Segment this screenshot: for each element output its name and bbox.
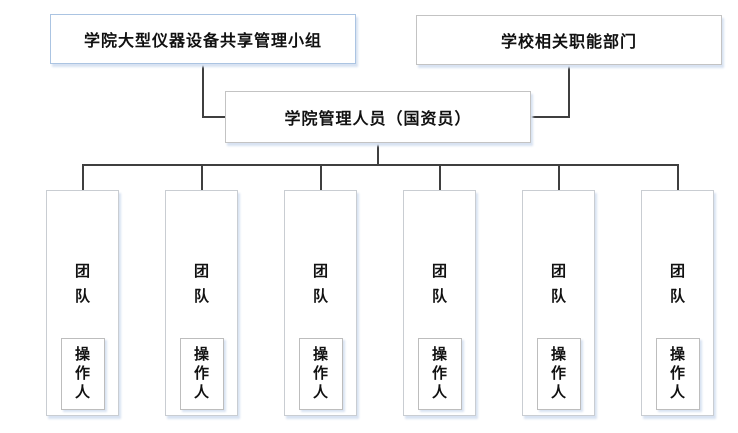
team-label: 团队 — [74, 264, 90, 305]
connector-topright-vertical — [568, 64, 570, 117]
connector-teams-bus — [82, 164, 679, 166]
team-box: 团队 操作人 — [522, 190, 595, 416]
functional-departments-box: 学校相关职能部门 — [416, 15, 722, 65]
connector-drop-team-2 — [201, 164, 203, 191]
operator-label: 操作人 — [431, 346, 447, 401]
management-group-box: 学院大型仪器设备共享管理小组 — [50, 14, 356, 64]
connector-topright-horizontal — [530, 116, 570, 118]
operator-label: 操作人 — [312, 346, 328, 401]
team-label: 团队 — [550, 264, 566, 305]
operator-label: 操作人 — [74, 346, 90, 401]
operator-box: 操作人 — [417, 338, 462, 410]
team-box: 团队 操作人 — [641, 190, 714, 416]
connector-topleft-vertical — [202, 63, 204, 117]
team-box: 团队 操作人 — [403, 190, 476, 416]
connector-topleft-horizontal — [202, 116, 226, 118]
team-label: 团队 — [669, 264, 685, 305]
connector-drop-team-4 — [439, 164, 441, 191]
team-box: 团队 操作人 — [284, 190, 357, 416]
management-group-label: 学院大型仪器设备共享管理小组 — [83, 33, 322, 50]
operator-label: 操作人 — [669, 346, 685, 401]
functional-departments-label: 学校相关职能部门 — [500, 34, 637, 51]
college-manager-box: 学院管理人员（国资员） — [225, 91, 531, 143]
connector-drop-team-6 — [677, 164, 679, 191]
connector-drop-team-3 — [320, 164, 322, 191]
operator-box: 操作人 — [655, 338, 700, 410]
team-box: 团队 操作人 — [46, 190, 119, 416]
operator-box: 操作人 — [60, 338, 105, 410]
team-label: 团队 — [431, 264, 447, 305]
team-label: 团队 — [193, 264, 209, 305]
operator-label: 操作人 — [550, 346, 566, 401]
operator-box: 操作人 — [179, 338, 224, 410]
college-manager-label: 学院管理人员（国资员） — [284, 111, 472, 128]
connector-middle-stem — [377, 142, 379, 165]
team-label: 团队 — [312, 264, 328, 305]
operator-box: 操作人 — [298, 338, 343, 410]
operator-label: 操作人 — [193, 346, 209, 401]
operator-box: 操作人 — [536, 338, 581, 410]
connector-drop-team-1 — [82, 164, 84, 191]
connector-drop-team-5 — [558, 164, 560, 191]
team-box: 团队 操作人 — [165, 190, 238, 416]
